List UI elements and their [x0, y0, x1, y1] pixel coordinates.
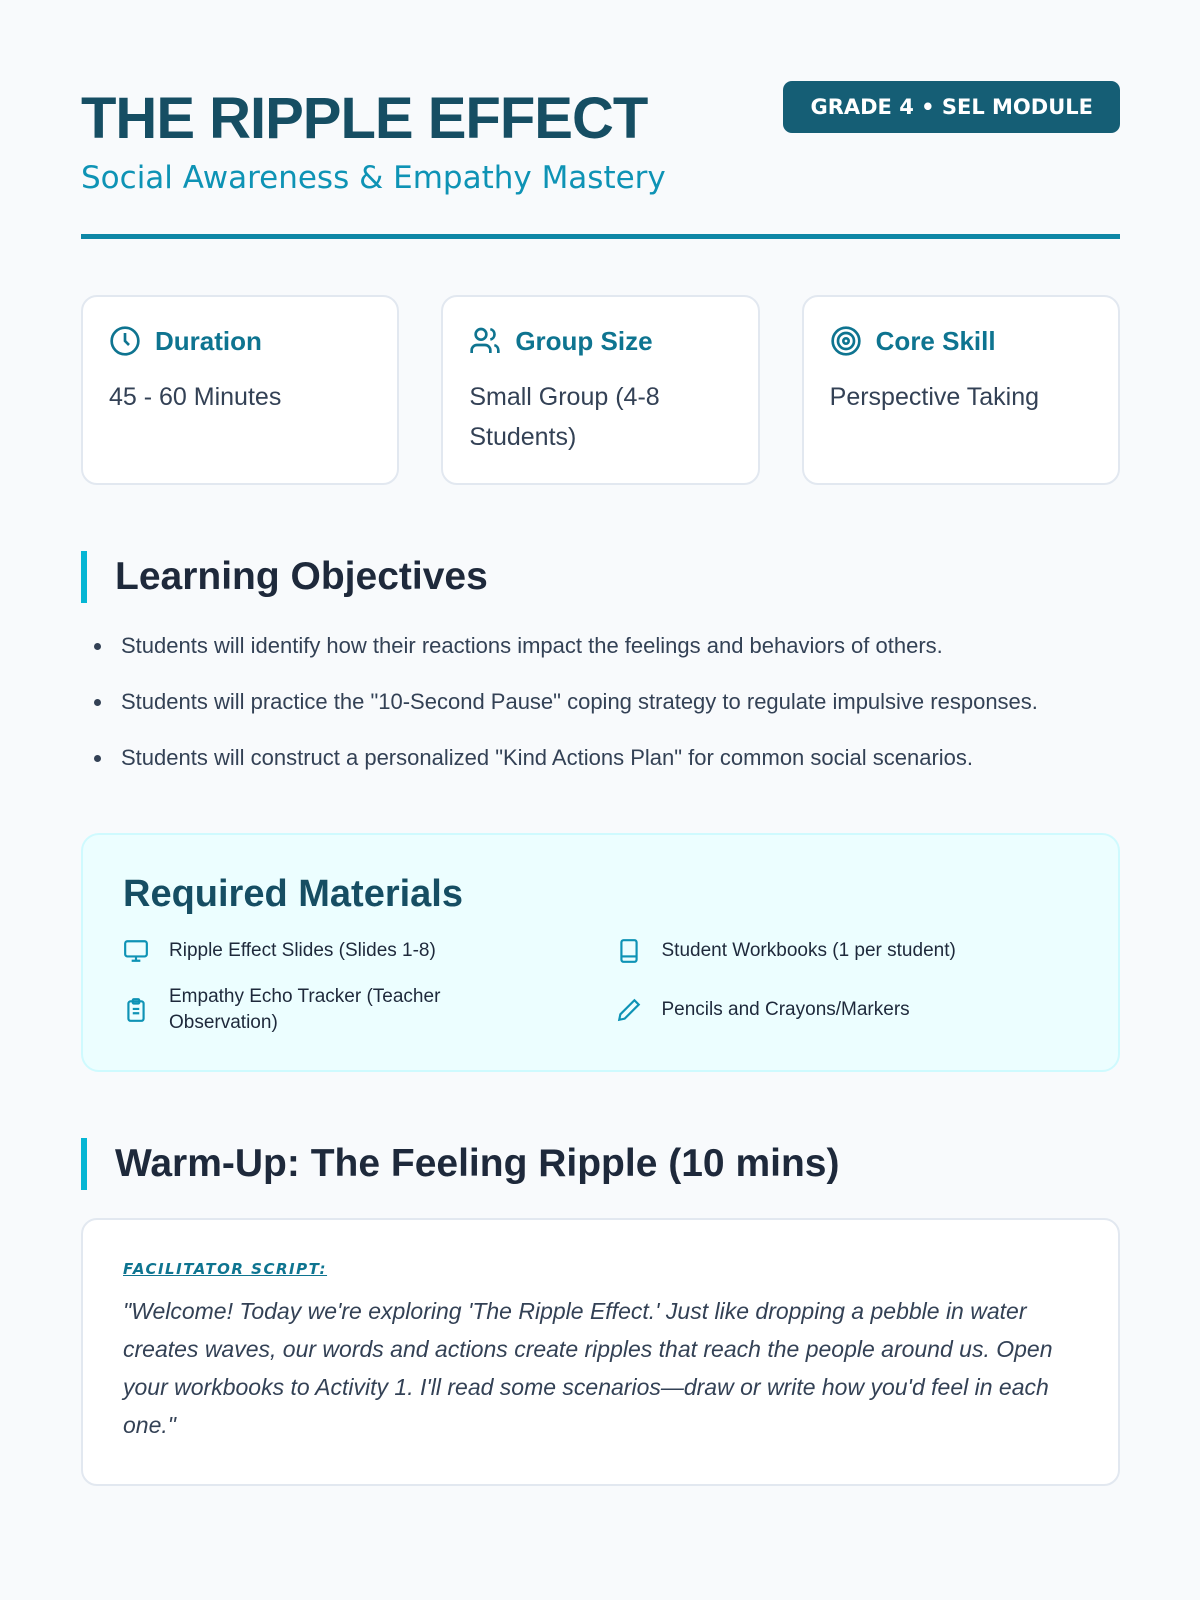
material-label: Student Workbooks (1 per student) [661, 940, 956, 961]
material-item: Ripple Effect Slides (Slides 1-8) [123, 938, 586, 964]
script-text: "Welcome! Today we're exploring 'The Rip… [123, 1298, 1053, 1438]
card-value: Perspective Taking [829, 383, 1040, 411]
card-value: 45 - 60 Minutes [109, 383, 282, 411]
header: THE RIPPLE EFFECT Social Awareness & Emp… [81, 80, 1120, 239]
page-title: THE RIPPLE EFFECT [81, 86, 648, 151]
materials-heading: Required Materials [123, 873, 463, 915]
material-item: Pencils and Crayons/Markers [616, 984, 1079, 1036]
grade-badge: GRADE 4 • SEL MODULE [783, 81, 1120, 133]
pencil-icon [617, 998, 640, 1022]
list-item: Students will identify how their reactio… [91, 627, 1120, 665]
material-label: Empathy Echo Tracker (Teacher Observatio… [169, 986, 441, 1033]
materials-box: Required Materials Ripple Effect Slides … [81, 833, 1120, 1072]
material-label: Pencils and Crayons/Markers [661, 999, 910, 1020]
material-item: Empathy Echo Tracker (Teacher Observatio… [123, 984, 586, 1036]
page-subtitle: Social Awareness & Empathy Mastery [81, 160, 666, 196]
list-item: Students will practice the "10-Second Pa… [91, 683, 1120, 721]
warmup-heading: Warm-Up: The Feeling Ripple (10 mins) [81, 1138, 1120, 1190]
objectives-list: Students will identify how their reactio… [81, 627, 1120, 777]
card-label: Core Skill [875, 325, 996, 356]
core-skill-card: Core Skill Perspective Taking [801, 295, 1120, 485]
card-label: Group Size [515, 325, 653, 356]
script-label: FACILITATOR SCRIPT: [123, 1260, 328, 1278]
users-icon [470, 327, 500, 353]
material-item: Student Workbooks (1 per student) [616, 938, 1079, 964]
book-icon [619, 939, 638, 963]
card-value: Small Group (4-8 Students) [469, 383, 660, 451]
objectives-heading: Learning Objectives [81, 551, 1120, 603]
target-icon [830, 326, 861, 356]
group-size-card: Group Size Small Group (4-8 Students) [441, 295, 760, 485]
duration-card: Duration 45 - 60 Minutes [81, 295, 400, 485]
material-label: Ripple Effect Slides (Slides 1-8) [169, 940, 436, 961]
facilitator-script-box: FACILITATOR SCRIPT: "Welcome! Today we'r… [81, 1218, 1120, 1486]
card-label: Duration [155, 325, 262, 356]
monitor-icon [124, 940, 148, 962]
clipboard-icon [127, 998, 145, 1022]
clock-icon [110, 326, 140, 356]
list-item: Students will construct a personalized "… [91, 739, 1120, 777]
